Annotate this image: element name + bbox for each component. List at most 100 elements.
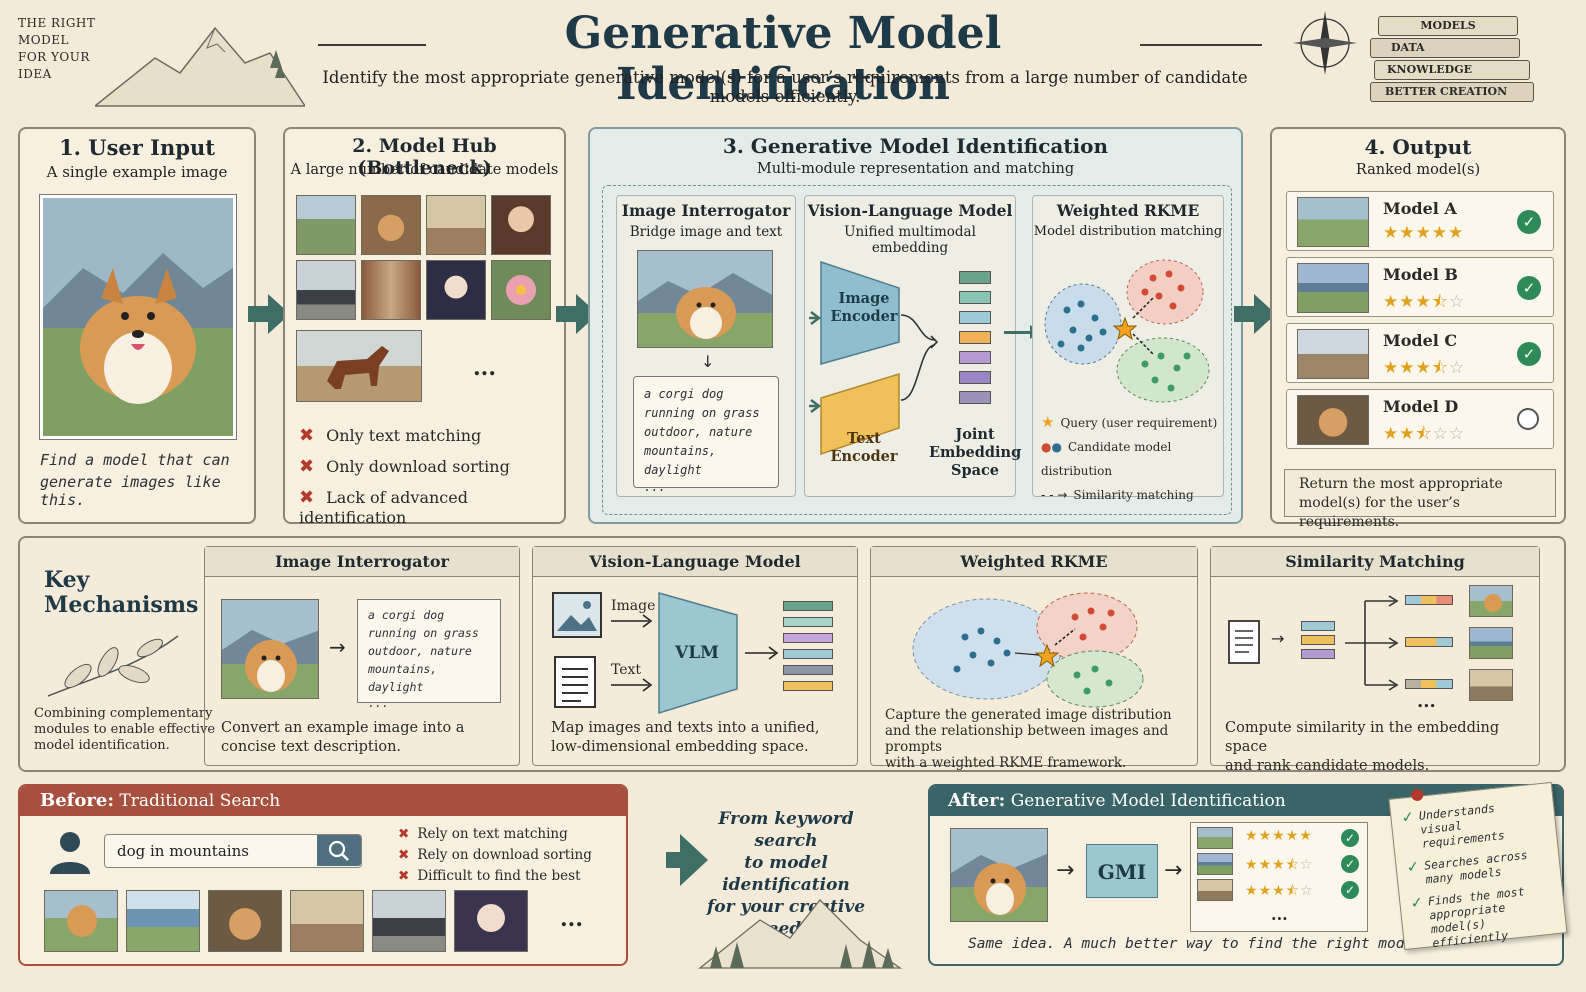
page-subtitle: Identify the most appropriate generative…: [322, 68, 1248, 106]
check-icon[interactable]: ✓: [1517, 210, 1541, 234]
tagline-line: FOR YOUR: [18, 50, 90, 64]
desc-line: Map images and texts into a unified,: [551, 720, 820, 736]
model-thumb-cat: [361, 195, 421, 255]
embedding-cell: [959, 271, 991, 284]
star-full-icon: ★: [1272, 857, 1286, 873]
embedding-cell: [959, 291, 991, 304]
star-full-icon: ★: [1415, 358, 1432, 378]
model-thumb-castle: [426, 195, 486, 255]
tagline-line: IDEA: [18, 67, 52, 81]
book-data: DATA: [1370, 38, 1520, 58]
ranked-model-row[interactable]: Model D★★⯪☆☆: [1286, 389, 1554, 449]
x-icon: ✖: [398, 826, 410, 842]
star-empty-icon: ☆: [1448, 292, 1466, 312]
dashed-arrow-icon: - - →: [1041, 488, 1068, 502]
search-input[interactable]: [105, 835, 317, 866]
before-issue-list: ✖Rely on text matching ✖Rely on download…: [398, 824, 626, 908]
arrow-to-rkme: [1004, 331, 1034, 334]
star-rating: ★★★★★: [1245, 828, 1313, 844]
rkme-distribution-plot: [1044, 259, 1210, 403]
embedding-bar: [783, 649, 833, 659]
check-icon[interactable]: ✓: [1517, 342, 1541, 366]
card-description: Compute similarity in the embedding spac…: [1225, 719, 1539, 776]
ranked-model-row[interactable]: Model A★★★★★✓: [1286, 191, 1554, 251]
vlm-box-label: VLM: [675, 643, 719, 663]
x-icon: ✖: [299, 456, 315, 477]
ranked-model-row[interactable]: Model C★★★⯪☆✓: [1286, 323, 1554, 383]
leaf-sketch-icon: [47, 635, 179, 697]
down-arrow-icon: ↓: [701, 352, 715, 371]
star-half-icon: ⯪: [1285, 883, 1300, 899]
result-thumbnail: [1197, 827, 1233, 849]
label-line: Joint: [955, 426, 995, 443]
star-rating: ★★★⯪☆: [1383, 289, 1465, 318]
rkme-legend: ★Query (user requirement) ●●Candidate mo…: [1041, 410, 1223, 507]
legend-item: - - →Similarity matching: [1041, 483, 1223, 507]
step3-title: 3. Generative Model Identification: [722, 134, 1109, 158]
star-full-icon: ★: [1258, 857, 1273, 873]
star-full-icon: ★: [1272, 883, 1286, 899]
legend-item: ●●Candidate model distribution: [1041, 435, 1223, 483]
rkme-mini-plot: [912, 592, 1144, 708]
search-icon: [328, 840, 349, 861]
query-embedding-bar: [1301, 649, 1335, 659]
step1-subtitle: A single example image: [46, 163, 228, 181]
book-stack: MODELS DATA KNOWLEDGE BETTER CREATION: [1370, 16, 1540, 102]
caption-line: a corgi dog: [368, 608, 445, 622]
search-bar[interactable]: [104, 834, 362, 868]
empty-circle-icon[interactable]: [1517, 408, 1539, 430]
star-empty-icon: ☆: [1299, 883, 1314, 899]
label-line: Space: [950, 462, 1000, 479]
card-title: Vision-Language Model: [533, 547, 857, 577]
label-line: Encoder: [830, 308, 898, 325]
note-line: Return the most appropriate: [1299, 476, 1503, 492]
step4-title: 4. Output: [1364, 135, 1472, 159]
right-arrow-icon: →: [1164, 858, 1183, 883]
model-hub-ellipsis: ...: [473, 355, 496, 381]
query-embedding-bar: [1301, 621, 1335, 631]
flow-arrow: [666, 834, 708, 886]
title-line: Mechanisms: [44, 592, 199, 618]
vlm-text-label: Text: [611, 662, 642, 678]
model-name: Model C: [1383, 331, 1458, 350]
title-line: Key: [44, 567, 90, 593]
caption-line: model identification.: [34, 738, 170, 753]
embedding-bar: [783, 617, 833, 627]
caption-line: ...: [368, 696, 389, 710]
search-button[interactable]: [317, 835, 361, 866]
star-full-icon: ★: [1383, 358, 1400, 378]
ranked-model-row[interactable]: Model B★★★⯪☆✓: [1286, 257, 1554, 317]
card-description: Map images and texts into a unified, low…: [551, 719, 820, 757]
after-result-row[interactable]: ★★★★★✓: [1197, 827, 1363, 851]
rkme-subtitle: Model distribution matching: [1033, 224, 1223, 239]
result-thumb-castle: [290, 890, 364, 952]
after-result-row[interactable]: ★★★⯪☆✓: [1197, 853, 1363, 877]
embedding-cell: [959, 371, 991, 384]
before-label: Before:: [40, 790, 114, 811]
corner-tagline: THE RIGHT MODEL FOR YOUR IDEA: [18, 15, 95, 83]
after-result-row[interactable]: ★★★⯪☆✓: [1197, 879, 1363, 903]
label-line: Text: [847, 430, 881, 447]
step3-panel: 3. Generative Model Identification Multi…: [588, 127, 1243, 524]
star-half-icon: ⯪: [1431, 358, 1449, 378]
x-icon: ✖: [299, 487, 315, 508]
candidate-bar: [1405, 679, 1453, 689]
issue-item: ✖Rely on text matching: [398, 824, 626, 845]
legend-label: Candidate model distribution: [1041, 440, 1172, 478]
transition-line: to model identification: [722, 853, 850, 895]
before-ellipsis: ...: [560, 906, 583, 932]
result-thumb-car: [372, 890, 446, 952]
issue-item: ✖Only text matching: [299, 425, 564, 456]
mechanism-card-vlm: Vision-Language Model Image Text VLM Map…: [532, 546, 858, 766]
rkme-column: Weighted RKME Model distribution matchin…: [1032, 195, 1224, 502]
issue-item: ✖Only download sorting: [299, 456, 564, 487]
embedding-bar: [783, 601, 833, 611]
embedding-cell: [959, 351, 991, 364]
vlm-image-label: Image: [611, 598, 656, 614]
mechanisms-caption: Combining complementary modules to enabl…: [34, 706, 215, 754]
star-half-icon: ⯪: [1415, 424, 1433, 444]
star-full-icon: ★: [1399, 223, 1416, 243]
check-icon[interactable]: ✓: [1517, 276, 1541, 300]
mechanism-card-interrogator: Image Interrogator → a corgi dog running…: [204, 546, 520, 766]
rkme-title: Weighted RKME: [1056, 201, 1200, 220]
